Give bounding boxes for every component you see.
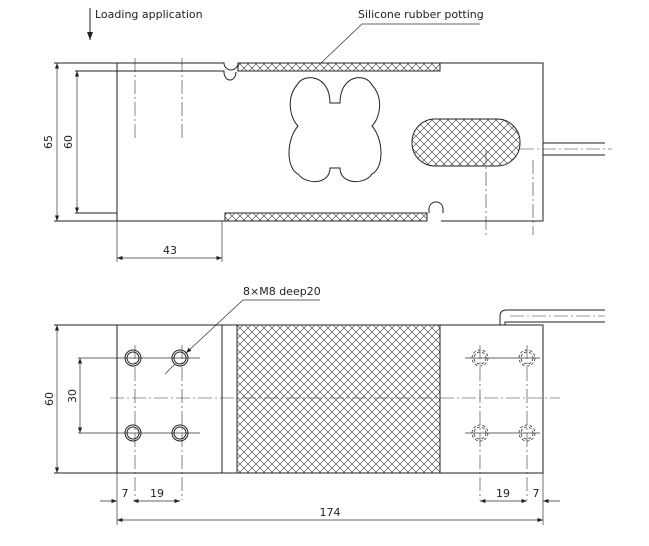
holes-label: 8×M8 deep20	[243, 285, 321, 298]
loading-label: Loading application	[95, 8, 203, 21]
top-view: Loading application Silicone rubber pott…	[42, 8, 612, 262]
potting-top	[237, 62, 441, 72]
dim-7-left: 7	[122, 487, 129, 500]
dim-30: 30	[66, 389, 79, 403]
dim-174: 174	[320, 506, 341, 519]
dim-19-right: 19	[496, 487, 510, 500]
cutout	[288, 77, 382, 182]
potted-slot	[411, 118, 521, 167]
dim-60-bottom: 60	[43, 392, 56, 406]
potting-leader	[320, 23, 480, 64]
holes-leader	[185, 299, 320, 354]
dim-43: 43	[163, 244, 177, 257]
dim-60-top: 60	[62, 135, 75, 149]
dim-65: 65	[42, 135, 55, 149]
dim-19-left: 19	[150, 487, 164, 500]
potting-area	[236, 324, 441, 474]
holes	[124, 349, 536, 442]
bottom-view: 8×M8 deep20 60 30 7 19	[43, 285, 605, 525]
cable	[499, 309, 605, 325]
dim-7-right: 7	[533, 487, 540, 500]
notches	[117, 70, 444, 213]
potting-label: Silicone rubber potting	[358, 8, 484, 21]
potting-bottom	[224, 212, 428, 222]
